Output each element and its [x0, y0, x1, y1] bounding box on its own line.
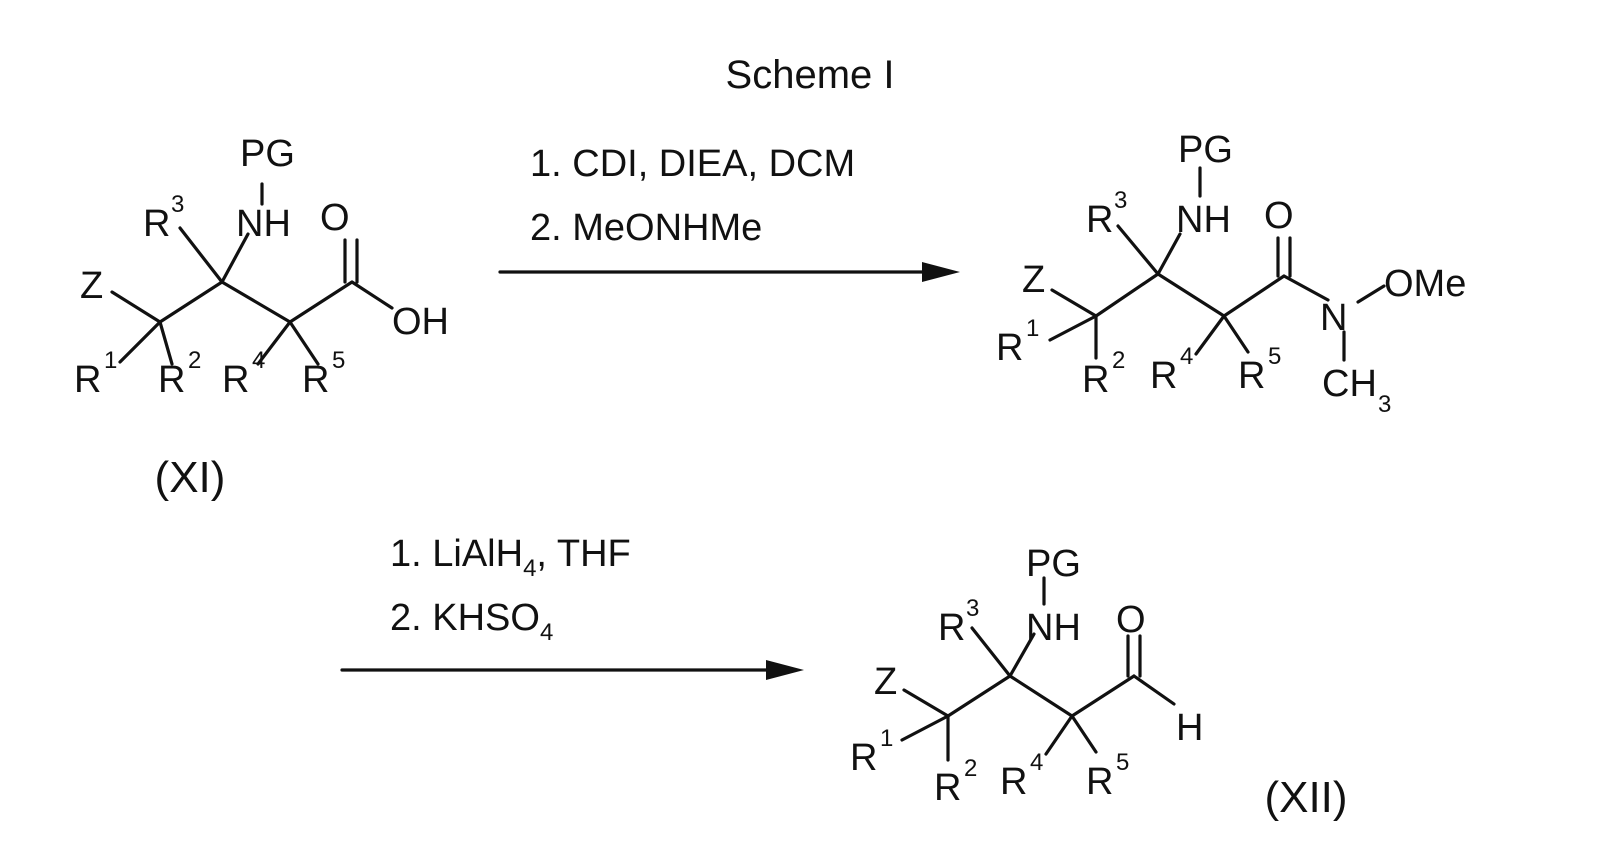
sup-r5: 5 [332, 347, 345, 374]
bond-c-r1 [120, 322, 160, 362]
bond-c-oh [352, 282, 392, 308]
bond-c3-c4 [1072, 676, 1134, 716]
label-nh: NH [1176, 199, 1231, 241]
bond-c-r3 [180, 228, 222, 282]
scheme-title: Scheme I [726, 53, 895, 97]
bond-c2-c3 [222, 282, 290, 322]
label-r5: R [1238, 355, 1265, 397]
label-z: Z [1022, 259, 1045, 301]
reaction-arrow-2 [342, 660, 804, 680]
bond-c-r4 [1196, 316, 1224, 354]
bond-c2-c3 [1010, 676, 1072, 716]
label-ome: OMe [1384, 263, 1466, 305]
bond-c-r4 [1046, 716, 1072, 754]
label-r4: R [1150, 355, 1177, 397]
bond-z-c [112, 292, 160, 322]
bond-c1-c2 [160, 282, 222, 322]
label-r3: R [938, 607, 965, 649]
label-h: H [1176, 707, 1203, 749]
label-z: Z [874, 661, 897, 703]
sup-r2: 2 [964, 755, 977, 782]
bond-c1-c2 [1096, 274, 1158, 316]
compound-label-XI: (XI) [155, 453, 226, 502]
step1-condition-2: 2. MeONHMe [530, 207, 762, 249]
label-r3: R [1086, 199, 1113, 241]
sup-r4: 4 [1180, 343, 1193, 370]
label-r1: R [996, 327, 1023, 369]
sup-r1: 1 [104, 347, 117, 374]
weinreb-amide-structure: PG NH O N OMe CH 3 Z R 3 R 1 R 2 R 4 R 5 [996, 129, 1466, 418]
label-r4: R [1000, 761, 1027, 803]
label-r1: R [74, 359, 101, 401]
reaction-arrow-1 [500, 262, 960, 282]
sup-r3: 3 [171, 191, 184, 218]
label-r2: R [934, 767, 961, 809]
sup-r3: 3 [966, 595, 979, 622]
sup-r1: 1 [1026, 315, 1039, 342]
label-pg: PG [1178, 129, 1233, 171]
bond-c-r3 [1118, 226, 1158, 274]
label-pg: PG [1026, 543, 1081, 585]
sup-r5: 5 [1268, 343, 1281, 370]
label-o: O [1116, 599, 1146, 641]
label-r2: R [1082, 359, 1109, 401]
bond-c1-c2 [948, 676, 1010, 716]
bond-c-r1 [1050, 316, 1096, 340]
compound-XII-structure: PG NH O H Z R 3 R 1 R 2 R 4 R 5 [850, 543, 1203, 809]
label-ch3: CH [1322, 363, 1377, 405]
label-o: O [1264, 195, 1294, 237]
bond-c-r5 [1072, 716, 1096, 752]
sup-r4: 4 [1030, 749, 1043, 776]
sup-r2: 2 [188, 347, 201, 374]
bond-c-r3 [972, 628, 1010, 676]
sub-ch3: 3 [1378, 391, 1391, 418]
label-r5: R [302, 359, 329, 401]
label-r3: R [143, 203, 170, 245]
bond-c3-c4 [1224, 276, 1284, 316]
sup-r4: 4 [252, 347, 265, 374]
sup-r1: 1 [880, 725, 893, 752]
compound-XI-structure: PG NH O OH Z R 3 R 1 R 2 R 4 R 5 [74, 133, 449, 401]
step1-condition-1: 1. CDI, DIEA, DCM [530, 143, 855, 185]
bond-c-r1 [902, 716, 948, 740]
step2-condition-2: 2. KHSO4 [390, 597, 553, 646]
bond-z-c [1052, 290, 1096, 316]
label-oh: OH [392, 301, 449, 343]
step2-condition-1: 1. LiAlH4, THF [390, 533, 631, 582]
label-nh: NH [236, 203, 291, 245]
label-n: N [1320, 297, 1347, 339]
bond-c-h [1134, 676, 1174, 704]
sup-r3: 3 [1114, 187, 1127, 214]
label-r5: R [1086, 761, 1113, 803]
label-r2: R [158, 359, 185, 401]
bond-z-c [904, 690, 948, 716]
compound-label-XII: (XII) [1264, 773, 1347, 822]
sup-r5: 5 [1116, 749, 1129, 776]
label-nh: NH [1026, 607, 1081, 649]
bond-c-r5 [290, 322, 318, 364]
label-pg: PG [240, 133, 295, 175]
label-r4: R [222, 359, 249, 401]
bond-c3-c4 [290, 282, 352, 322]
bond-c2-c3 [1158, 274, 1224, 316]
label-r1: R [850, 737, 877, 779]
bond-c-r5 [1224, 316, 1248, 352]
bond-n-ome [1358, 286, 1384, 302]
label-z: Z [80, 265, 103, 307]
bond-c-r2 [160, 322, 172, 364]
label-o: O [320, 197, 350, 239]
sup-r2: 2 [1112, 347, 1125, 374]
